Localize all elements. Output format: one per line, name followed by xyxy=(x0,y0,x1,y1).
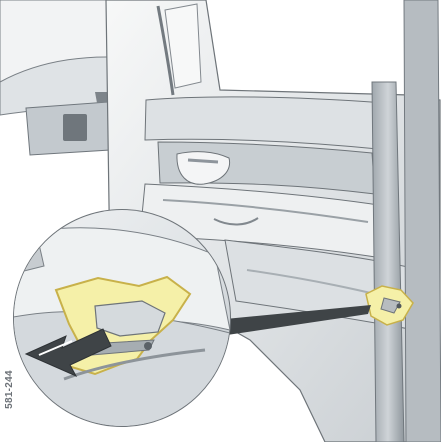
door-handle xyxy=(188,160,218,162)
release-pivot xyxy=(397,304,402,309)
magnified-pivot xyxy=(144,342,152,350)
vent-panel xyxy=(63,114,87,141)
door-edge xyxy=(404,0,441,442)
